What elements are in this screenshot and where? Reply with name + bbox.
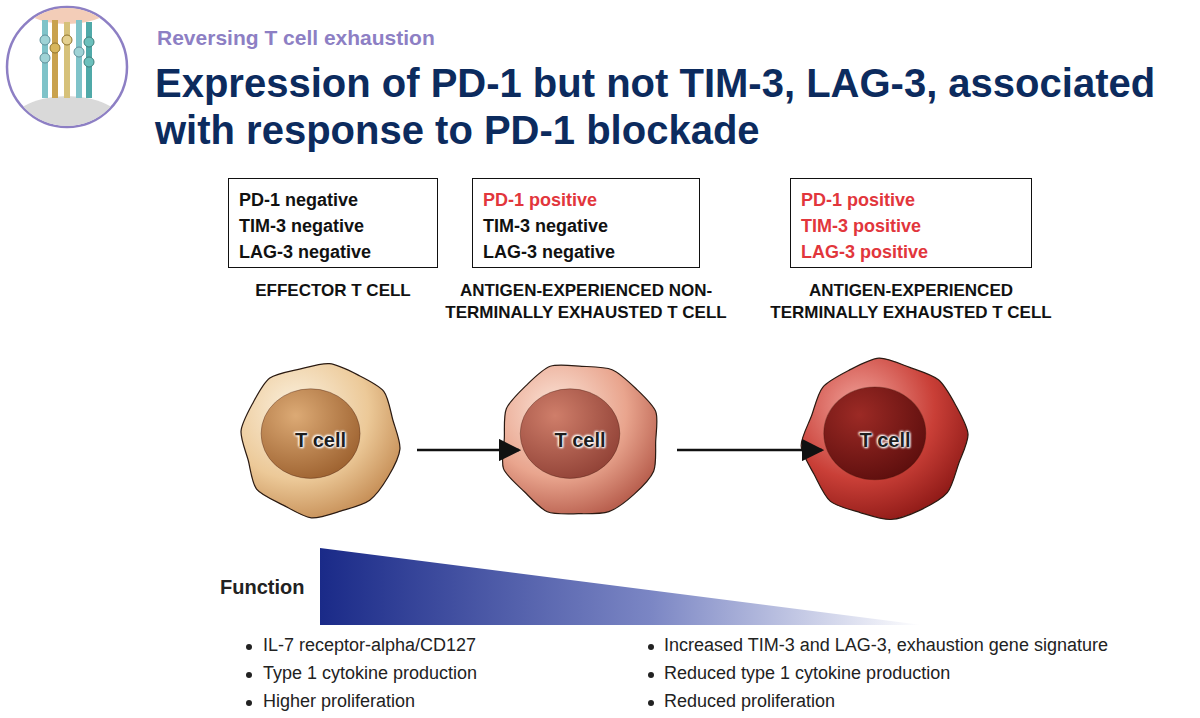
t-cell: T cell [238,360,403,520]
t-cell: T cell [497,360,663,520]
marker-box: PD-1 positiveTIM-3 negativeLAG-3 negativ… [472,178,700,268]
marker-status: TIM-3 negative [483,213,689,239]
marker-status: PD-1 positive [801,187,1021,213]
marker-box: PD-1 positiveTIM-3 positiveLAG-3 positiv… [790,178,1032,268]
cell-state-heading: EFFECTOR T CELL [183,280,483,302]
cell-state-heading: ANTIGEN-EXPERIENCED NON-TERMINALLY EXHAU… [436,280,736,324]
bullet-text: Increased TIM-3 and LAG-3, exhaustion ge… [664,635,1108,656]
marker-status: LAG-3 negative [239,239,427,265]
marker-status: LAG-3 positive [801,239,1021,265]
cell-label: T cell [800,429,970,452]
marker-status: PD-1 negative [239,187,427,213]
transition-arrow [417,449,519,452]
marker-status: TIM-3 negative [239,213,427,239]
t-cell: T cell [800,357,970,523]
slide-title: Expression of PD-1 but not TIM-3, LAG-3,… [155,60,1175,154]
cell-label: T cell [497,429,663,452]
section-subtitle: Reversing T cell exhaustion [157,26,435,50]
marker-status: PD-1 positive [483,187,689,213]
transition-arrow [677,449,822,452]
receptor-icon [5,0,129,168]
bullet-text: IL-7 receptor-alpha/CD127 [263,635,476,656]
function-gradient [320,548,922,625]
marker-box: PD-1 negativeTIM-3 negativeLAG-3 negativ… [228,178,438,268]
marker-status: LAG-3 negative [483,239,689,265]
bullet-text: Reduced proliferation [664,691,835,712]
bullet-text: Higher proliferation [263,691,415,712]
axis-label: Function [220,576,304,599]
cell-state-heading: ANTIGEN-EXPERIENCED TERMINALLY EXHAUSTED… [761,280,1061,324]
bullet-text: Reduced type 1 cytokine production [664,663,950,684]
cell-label: T cell [238,429,403,452]
marker-status: TIM-3 positive [801,213,1021,239]
bullet-text: Type 1 cytokine production [263,663,477,684]
